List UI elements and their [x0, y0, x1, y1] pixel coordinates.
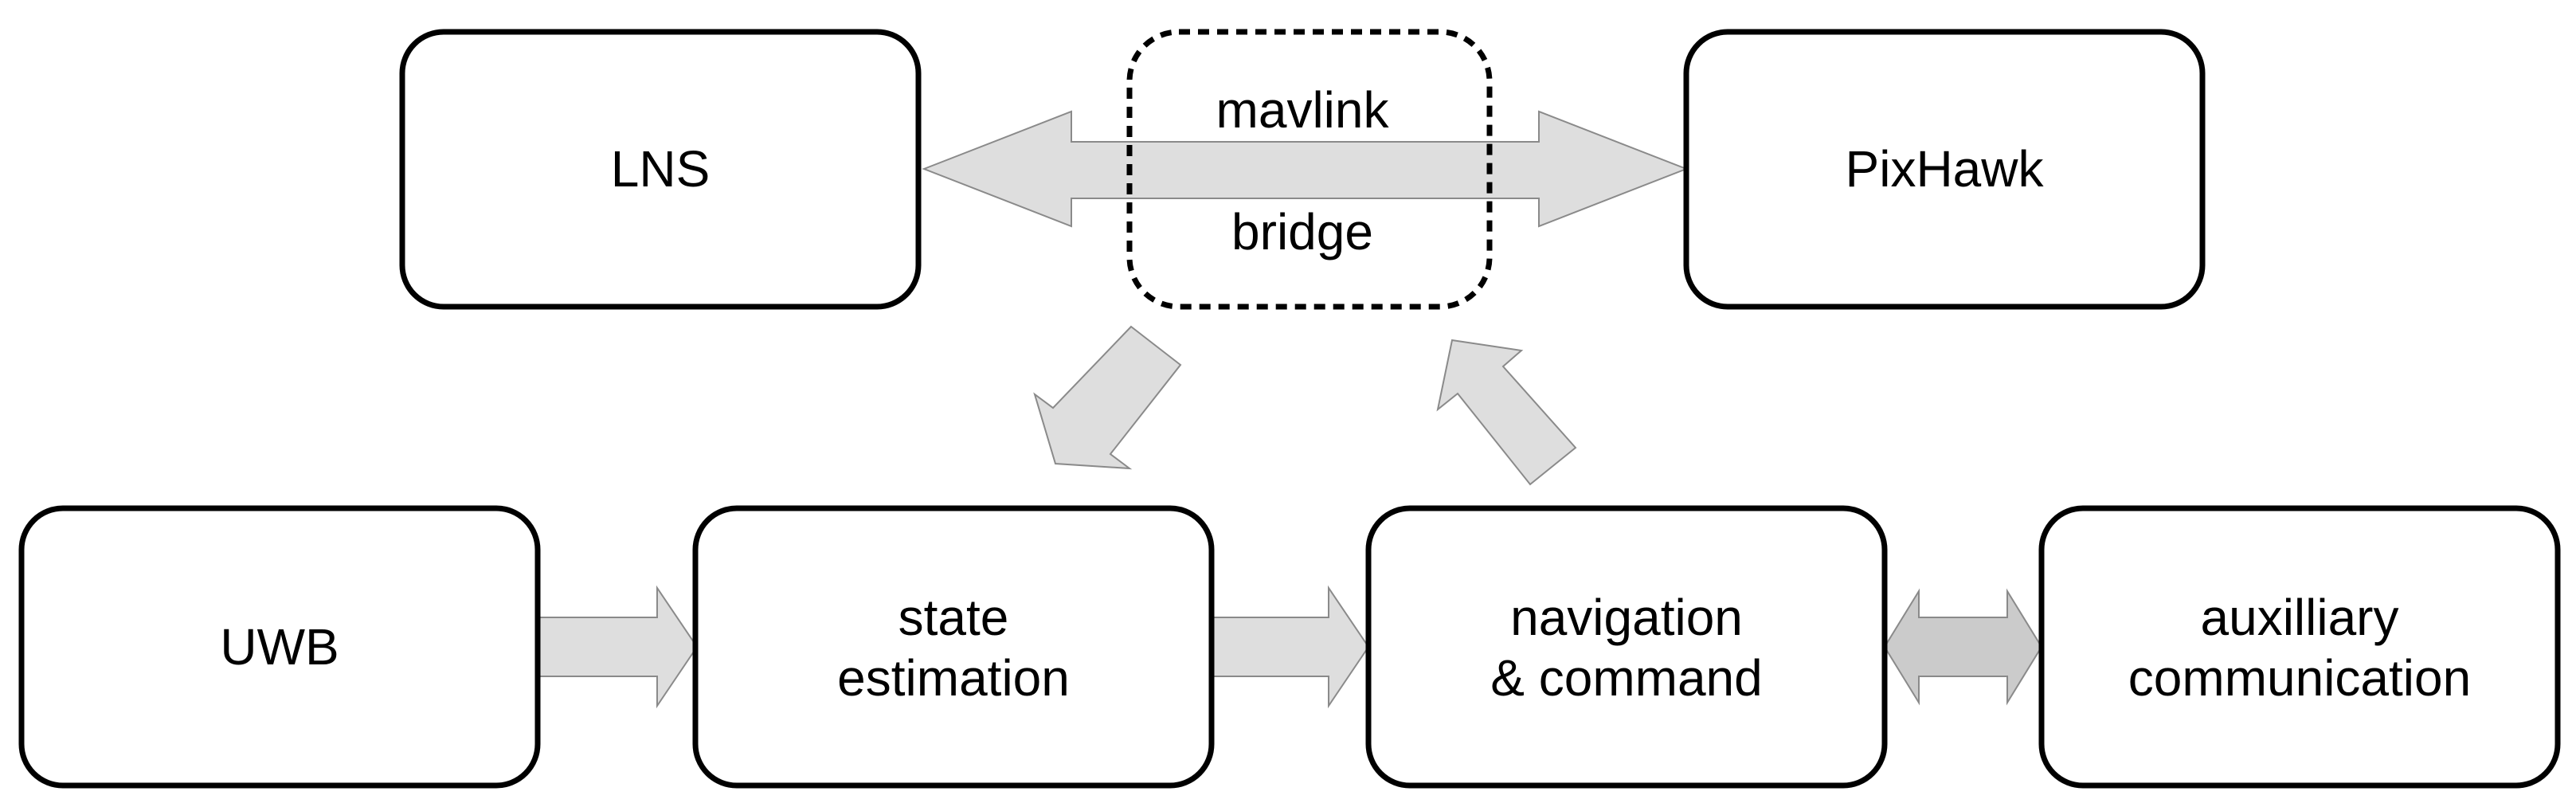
pixhawk-label: PixHawk	[1846, 140, 2045, 198]
bridge-label-line2: bridge	[1231, 203, 1373, 261]
lns-label: LNS	[611, 140, 711, 198]
auxilliary-communication-label-line2: communication	[2128, 649, 2471, 707]
bridge-to-state-arrow	[1033, 325, 1182, 470]
state-estimation-node: state estimation	[692, 505, 1215, 789]
bridge-label-line1: mavlink	[1216, 81, 1390, 139]
navigation-command-node: navigation & command	[1365, 505, 1888, 789]
pixhawk-node: PixHawk	[1683, 29, 2206, 310]
uwb-to-state-arrow	[538, 585, 699, 709]
navigation-auxilliary-double-arrow	[1883, 588, 2043, 706]
state-estimation-label-line2: estimation	[837, 649, 1070, 707]
uwb-label: UWB	[220, 618, 339, 676]
lns-node: LNS	[399, 29, 922, 310]
mavlink-bridge: mavlink bridge	[1126, 29, 1493, 310]
auxilliary-communication-node: auxilliary communication	[2038, 505, 2561, 789]
navigation-to-bridge-arrow	[1436, 339, 1577, 486]
navigation-command-label-line2: & command	[1490, 649, 1762, 707]
uwb-node: UWB	[18, 505, 541, 789]
navigation-command-label-line1: navigation	[1510, 589, 1743, 646]
state-estimation-label-line1: state	[898, 589, 1009, 646]
state-to-navigation-arrow	[1210, 585, 1370, 709]
auxilliary-communication-label-line1: auxilliary	[2201, 589, 2399, 646]
